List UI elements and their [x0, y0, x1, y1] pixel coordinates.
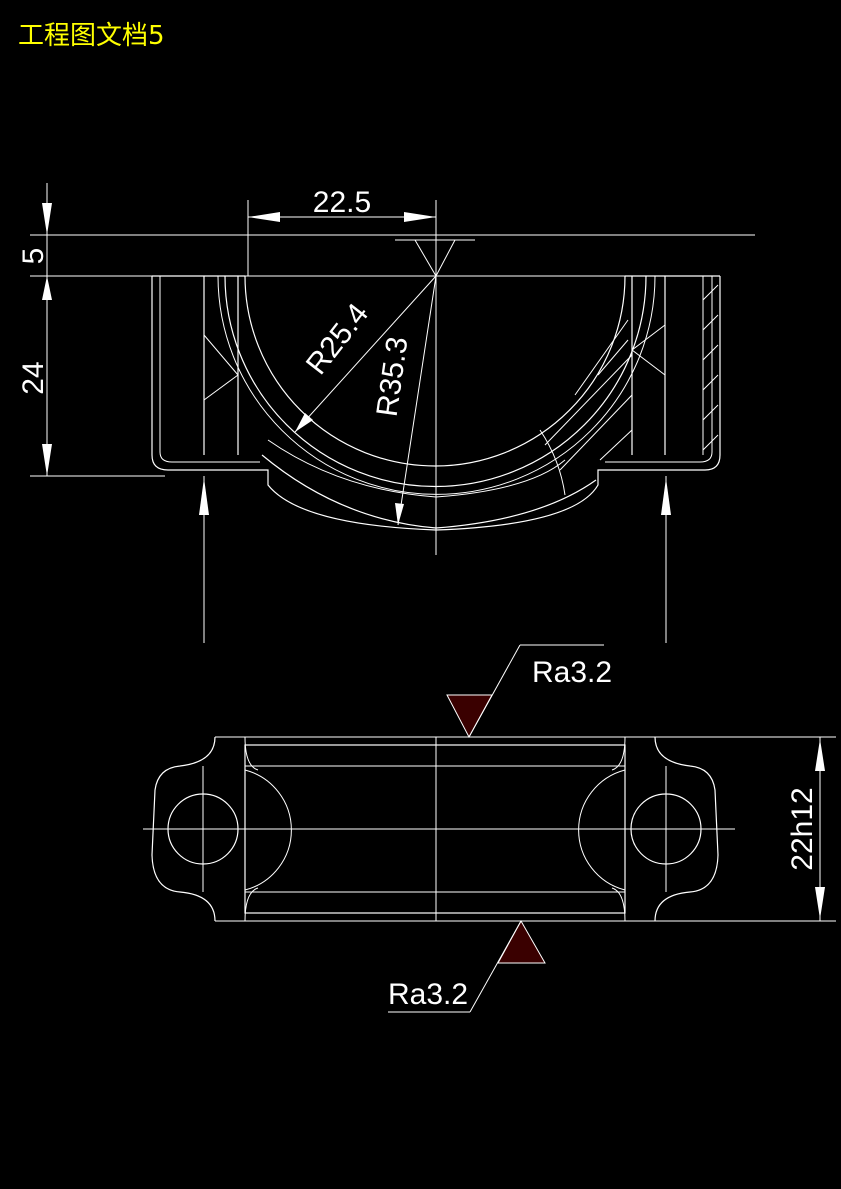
center-mark-3 — [435, 239, 456, 277]
right-lug — [654, 736, 719, 922]
dim-5-label: 5 — [17, 248, 50, 265]
bolt-hole-right-hatch-2 — [631, 324, 666, 351]
r35-arrow — [395, 503, 404, 525]
bolt-projection-right-arrow — [661, 478, 671, 515]
dim-24-arrow-bottom — [42, 444, 52, 476]
bolt-projection-left-arrow — [199, 478, 209, 515]
roughness-leader-top — [468, 644, 521, 738]
inner-fillet-right — [605, 276, 713, 463]
dim-22h12-arrow-bottom — [815, 887, 825, 919]
left-lug — [151, 736, 216, 922]
front-view: 22.5 5 24 R25.4 R35.3 — [17, 183, 755, 643]
bolt-hole-right-hatch — [631, 349, 666, 376]
r25-label: R25.4 — [300, 297, 375, 380]
inner-fillet-left — [159, 276, 260, 463]
fillet-detail — [539, 429, 566, 496]
r35-leader — [397, 275, 437, 526]
center-mark-2 — [414, 239, 437, 277]
dim-22-5-label: 22.5 — [313, 186, 371, 219]
roughness-leader-bottom — [469, 920, 522, 1013]
left-boss-arc — [244, 769, 292, 891]
top-view: 22h12 Ra3.2 Ra3.2 — [143, 644, 836, 1013]
bore-inner-arc — [244, 275, 626, 467]
roughness-triangle-top — [446, 694, 493, 739]
right-boss-arc — [578, 769, 626, 891]
roughness-triangle-bottom — [497, 919, 546, 964]
bolt-hole-left-hatch — [203, 334, 239, 376]
dim-22h12-label: 22h12 — [786, 787, 819, 870]
left-lug-fillet — [244, 736, 259, 922]
dim-24-label: 24 — [17, 361, 50, 394]
section-hatching — [544, 276, 719, 471]
r35-label: R35.3 — [371, 335, 415, 419]
dim-5-arrow-top — [42, 203, 52, 235]
dim-22-5-arrow-left — [248, 212, 280, 222]
dim-22h12-arrow-top — [815, 739, 825, 771]
drawing-title: 工程图文档5 — [18, 21, 165, 51]
dim-22-5-arrow-right — [404, 212, 436, 222]
dim-5-arrow-bottom — [42, 276, 52, 300]
right-lug-fillet — [611, 736, 626, 922]
bolt-hole-left-hatch-2 — [203, 374, 239, 401]
roughness-label-top: Ra3.2 — [532, 656, 612, 689]
r25-arrow — [295, 413, 313, 432]
r25-leader — [294, 275, 437, 433]
roughness-label-bottom: Ra3.2 — [388, 978, 468, 1011]
